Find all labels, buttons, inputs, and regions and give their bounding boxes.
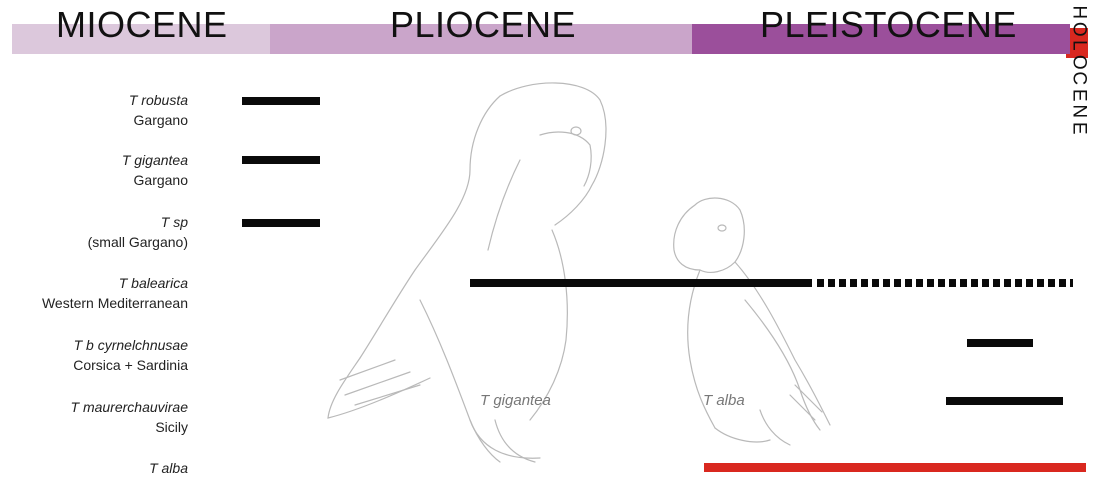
taxon-label-gigantea: T gigantea Gargano [122, 150, 188, 190]
range-bar-sp [242, 219, 320, 227]
taxon-label-alba: T alba [149, 458, 188, 478]
taxon-locality: Sicily [71, 417, 189, 437]
taxon-locality: Gargano [129, 110, 188, 130]
taxon-label-maurerchauvirae: T maurerchauvirae Sicily [71, 397, 189, 437]
illustration-label-gigantea: T gigantea [480, 392, 551, 409]
taxon-locality: Gargano [122, 170, 188, 190]
taxon-label-balearica: T balearica Western Mediterranean [42, 273, 188, 313]
taxon-species: T gigantea [122, 150, 188, 170]
range-bar-cyrnelchnusae [967, 339, 1033, 347]
taxon-locality: Corsica + Sardinia [73, 355, 188, 375]
taxon-species: T maurerchauvirae [71, 397, 189, 417]
taxon-locality: Western Mediterranean [42, 293, 188, 313]
range-bar-gigantea [242, 156, 320, 164]
range-bar-maurerchauvirae [946, 397, 1063, 405]
taxon-species: T robusta [129, 90, 188, 110]
taxon-species: T balearica [42, 273, 188, 293]
range-bar-balearica [470, 279, 812, 287]
taxon-species: T b cyrnelchnusae [73, 335, 188, 355]
taxon-label-robusta: T robusta Gargano [129, 90, 188, 130]
taxon-locality: (small Gargano) [88, 232, 188, 252]
taxon-label-cyrnelchnusae: T b cyrnelchnusae Corsica + Sardinia [73, 335, 188, 375]
range-bar-balearica-uncertain [817, 279, 1073, 287]
range-bar-alba [704, 463, 1086, 472]
taxon-species: T sp [88, 212, 188, 232]
taxon-label-sp: T sp (small Gargano) [88, 212, 188, 252]
range-bar-robusta [242, 97, 320, 105]
taxon-species: T alba [149, 458, 188, 478]
illustration-label-alba: T alba [703, 392, 745, 409]
